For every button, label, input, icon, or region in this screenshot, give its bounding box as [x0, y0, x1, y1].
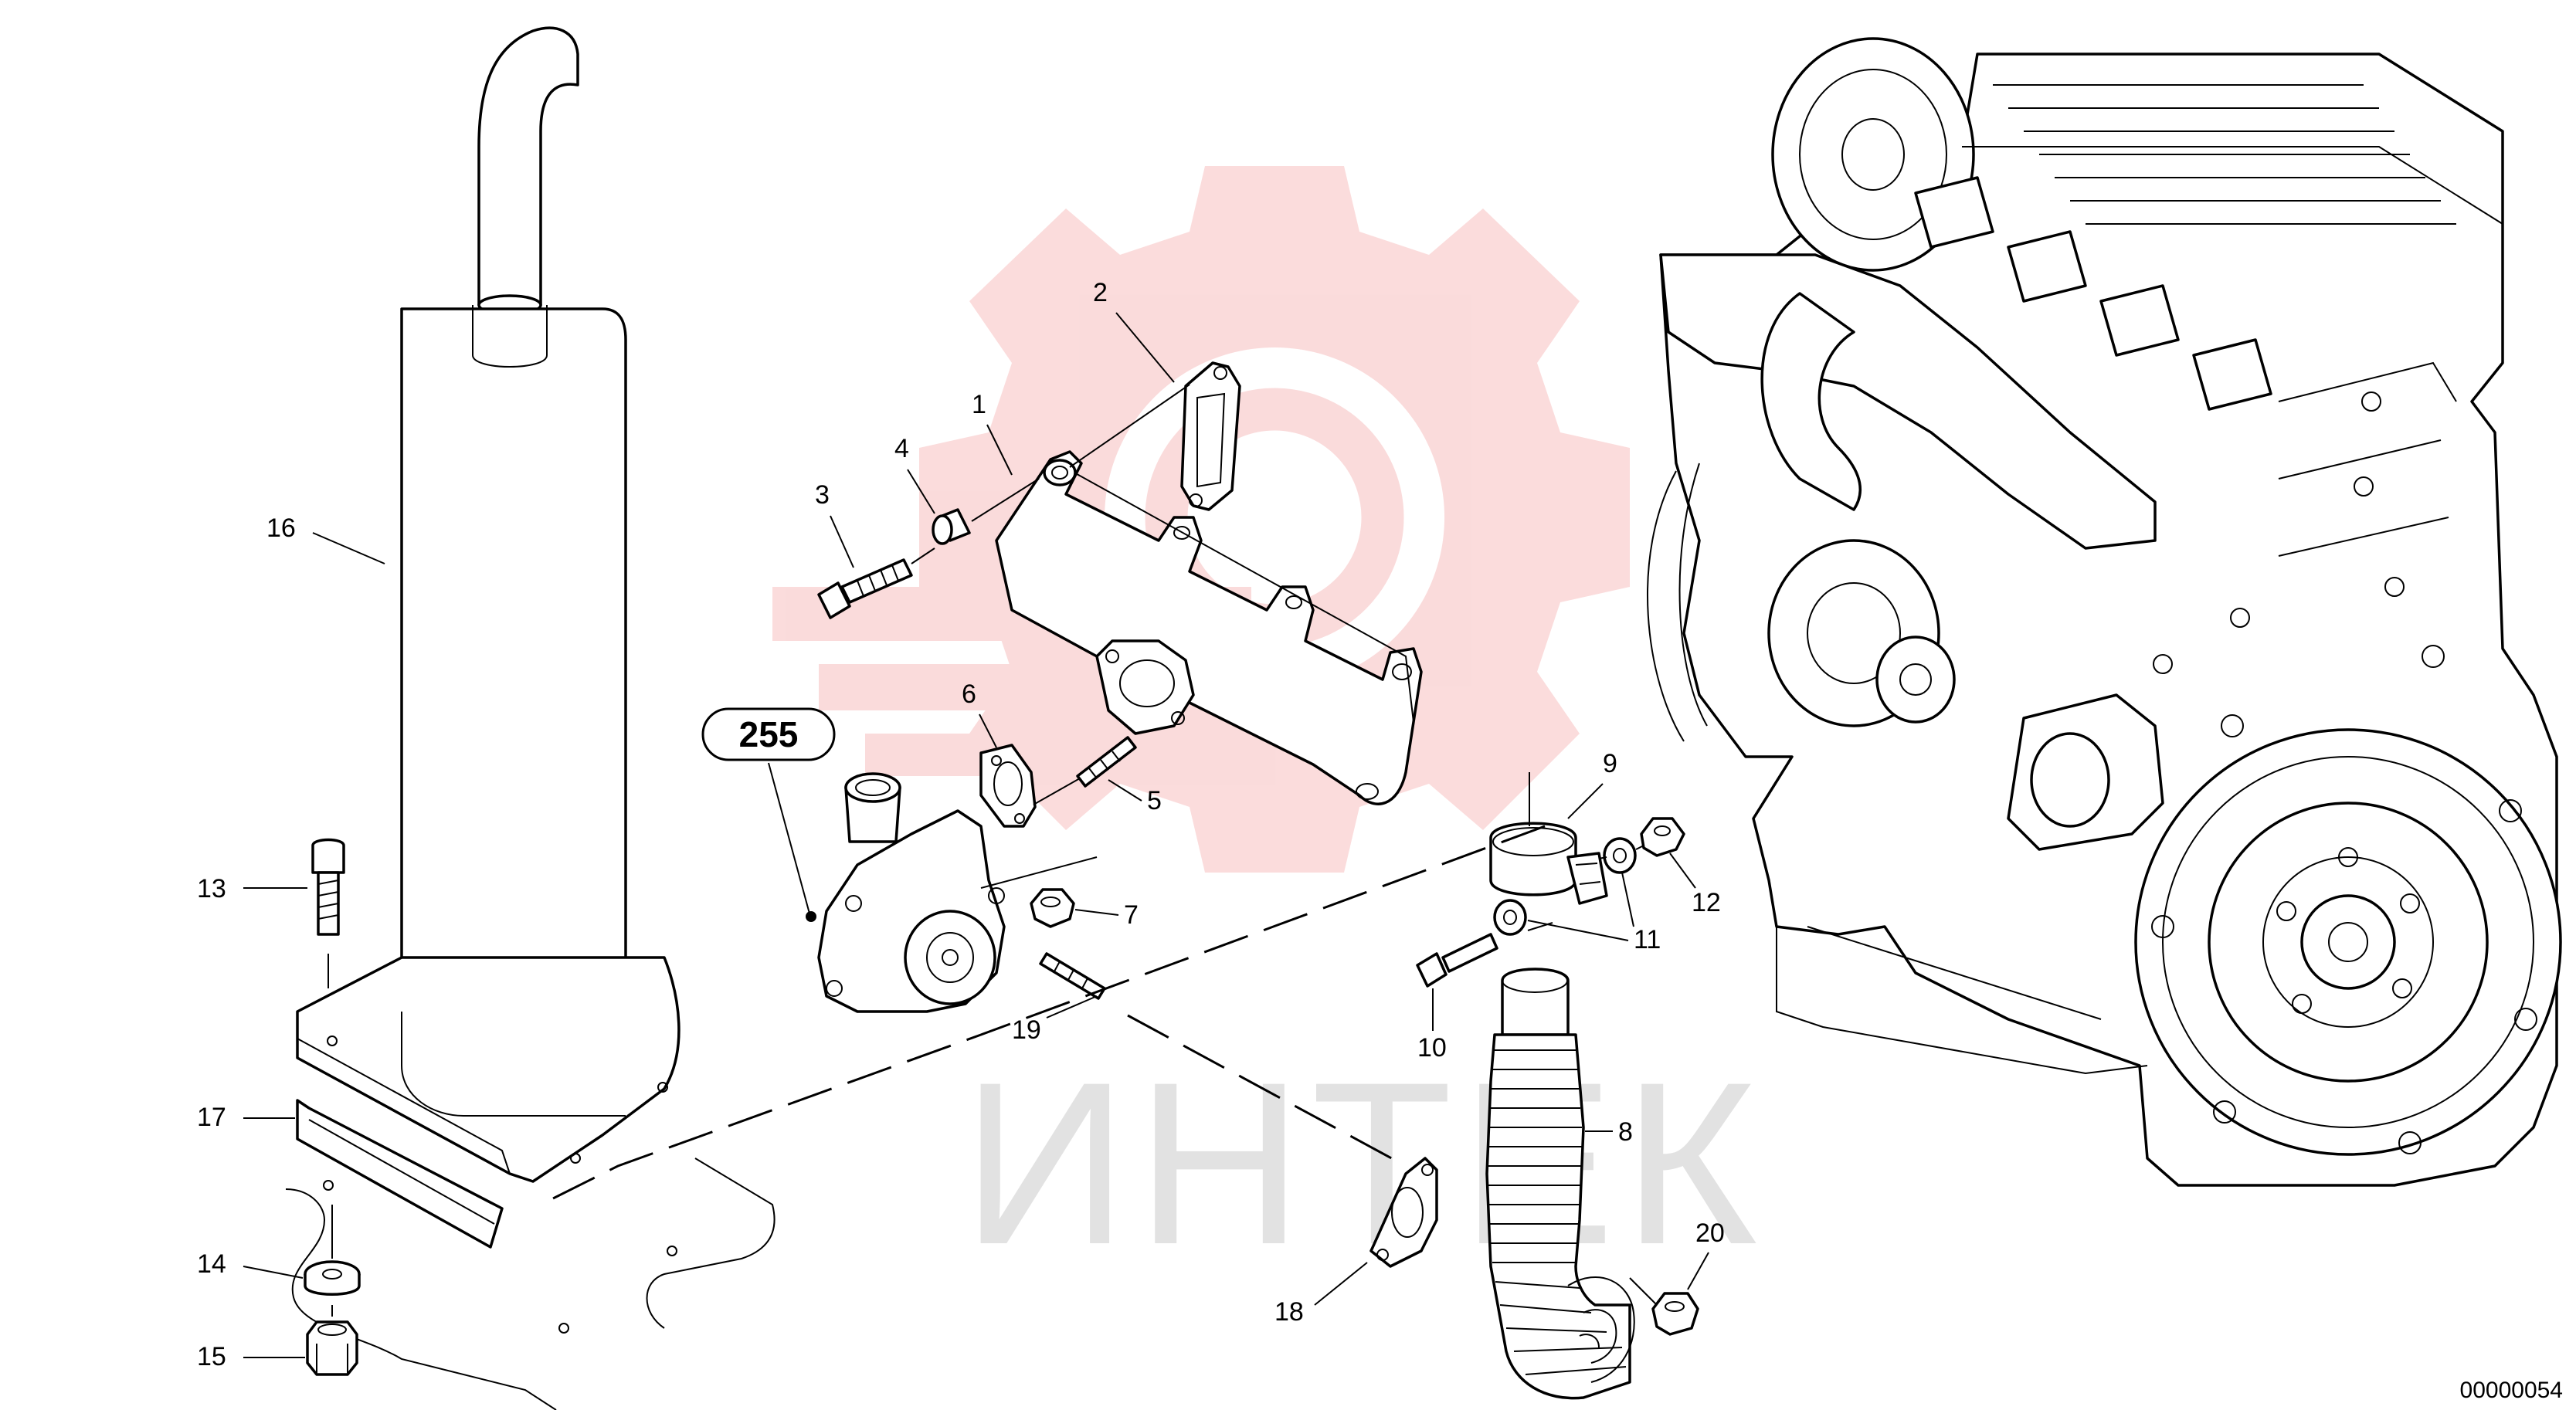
washer-11: [1493, 837, 1637, 936]
stud-19: [1039, 952, 1106, 1000]
callout-3[interactable]: 3: [815, 480, 854, 568]
nut-15: [306, 1305, 358, 1376]
bolt-10: [1416, 933, 1498, 988]
callout-label: 13: [197, 874, 226, 903]
callout-label: 4: [894, 434, 909, 463]
callout-label: 6: [962, 680, 976, 709]
callout-label: 20: [1695, 1218, 1725, 1248]
turbo-gasket-6: [979, 744, 1037, 828]
callout-label: 16: [266, 513, 296, 543]
callout-10[interactable]: 10: [1417, 988, 1447, 1063]
manifold-gasket-2: [1180, 361, 1241, 511]
callout-9[interactable]: 9: [1567, 749, 1617, 819]
frame-plate: [285, 1157, 776, 1410]
flexible-exhaust-pipe: [1485, 968, 1635, 1400]
assembly-lines: [540, 384, 1658, 1306]
callout-13[interactable]: 13: [197, 874, 307, 903]
nut-12: [1640, 817, 1685, 857]
callout-label: 7: [1124, 900, 1139, 930]
nut-7: [1030, 888, 1075, 928]
callout-4[interactable]: 4: [894, 434, 935, 514]
callout-label: 10: [1417, 1033, 1447, 1063]
callout-label: 12: [1692, 888, 1721, 917]
gear-target-logo: [772, 166, 1630, 873]
exhaust-manifold: [995, 450, 1423, 805]
callout-7[interactable]: 7: [1074, 900, 1139, 930]
callout-label: 9: [1603, 749, 1617, 778]
nut-20: [1651, 1292, 1699, 1336]
callout-14[interactable]: 14: [197, 1249, 304, 1279]
callout-5[interactable]: 5: [1108, 779, 1162, 815]
callout-20[interactable]: 20: [1687, 1218, 1725, 1290]
bolt-13: [311, 838, 345, 988]
callout-6[interactable]: 6: [962, 680, 997, 748]
callout-2[interactable]: 2: [1093, 278, 1175, 383]
callout-17[interactable]: 17: [197, 1103, 295, 1132]
callout-label: 8: [1618, 1117, 1633, 1147]
stud-5: [1076, 736, 1137, 788]
callout-label: 15: [197, 1342, 226, 1371]
callout-label: 11: [1634, 925, 1661, 954]
callout-1[interactable]: 1: [972, 390, 1013, 476]
callout-label: 17: [197, 1103, 226, 1132]
watermark-text: ИНТЕК: [962, 1033, 1765, 1293]
callout-label: 5: [1147, 786, 1162, 815]
callout-12[interactable]: 12: [1669, 852, 1721, 917]
callout-18[interactable]: 18: [1274, 1262, 1368, 1327]
callout-label: 14: [197, 1249, 226, 1279]
pipe-gasket-18: [1369, 1157, 1438, 1268]
assembly-reference-number: 255: [739, 714, 799, 754]
callout-11[interactable]: 11: [1527, 872, 1661, 954]
gasket-strip: [296, 1099, 504, 1249]
assembly-reference-badge[interactable]: 255: [701, 707, 836, 914]
callout-19[interactable]: 19: [1012, 995, 1098, 1045]
callout-label: 19: [1012, 1015, 1041, 1045]
engine-block: [1647, 37, 2562, 1187]
muffler: [400, 26, 627, 1013]
muffler-mounting-bracket: [296, 956, 680, 1183]
turbocharger: [806, 772, 1006, 1013]
bolt-3: [817, 558, 913, 619]
callout-label: 3: [815, 480, 830, 510]
callout-label: 1: [972, 390, 986, 419]
document-number: 00000054: [2460, 1378, 2563, 1403]
exhaust-clamp: [1489, 822, 1608, 905]
callout-label: 2: [1093, 278, 1108, 307]
callout-16[interactable]: 16: [266, 513, 385, 564]
callout-label: 18: [1274, 1297, 1304, 1327]
spacer-4: [932, 508, 971, 545]
callout-15[interactable]: 15: [197, 1342, 305, 1371]
callout-8[interactable]: 8: [1585, 1117, 1633, 1147]
washer-14: [304, 1205, 361, 1296]
